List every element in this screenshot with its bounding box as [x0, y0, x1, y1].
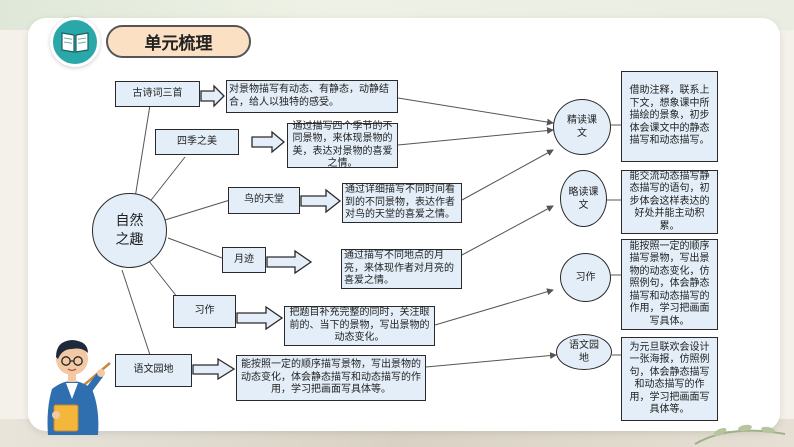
center-topic-label: 自然之趣 [115, 212, 144, 248]
center-topic-circle: 自然之趣 [92, 193, 167, 268]
lesson-desc-moon: 通过描写不同地点的月亮，来体现作者对月亮的喜爱之情。 [341, 249, 462, 289]
category-circle-intensive: 精读课文 [553, 99, 611, 155]
lesson-desc-chinese-garden: 能按照一定的顺序描写景物，写出景物的动态变化，体会静态描写和动态描写的作用，学习… [236, 355, 426, 401]
teacher-figure-icon [47, 340, 111, 435]
category-desc-chinese-garden: 为元旦联欢会设计一张海报，仿照例句，体会静态描写和动态描写的作用，学习把画面写具… [621, 337, 718, 421]
lesson-label-composition: 习作 [173, 295, 236, 328]
lesson-label-moon: 月迹 [222, 247, 266, 273]
lesson-label-seasons: 四季之美 [155, 129, 239, 155]
category-desc-skim: 能交流动态描写静态描写的语句，初步体会这样表达的好处并能主动积累。 [621, 170, 718, 234]
lesson-label-chinese-garden: 语文园地 [115, 354, 192, 387]
book-icon [61, 32, 89, 53]
category-desc-composition: 能按照一定的顺序描写景物，写出景物的动态变化，仿照例句，体会静态描写和动态描写的… [621, 239, 718, 330]
lesson-desc-seasons: 通过描写四个季节的不同景物，来体现景物的美，表达对景物的喜爱之情。 [287, 121, 398, 169]
lesson-desc-composition: 把题目补充完整的同时，关注眼前的、当下的景物，写出景物的动态变化。 [284, 306, 435, 346]
lesson-desc-bird-paradise: 通过详细描写不同时间看到的不同景物，表达作者对鸟的天堂的喜爱之情。 [342, 183, 462, 223]
category-circle-skim: 略读课文 [560, 170, 607, 227]
lesson-desc-poems: 对景物描写有动态、有静态，动静结合，给人以独特的感受。 [226, 80, 398, 113]
page-title: 单元梳理 [106, 25, 251, 58]
lesson-label-bird-paradise: 鸟的天堂 [228, 187, 300, 214]
leaf-decoration-icon [694, 424, 786, 445]
category-circle-chinese-garden: 语文园地 [556, 334, 612, 370]
book-badge [50, 17, 100, 67]
category-circle-composition: 习作 [560, 253, 611, 302]
category-desc-intensive: 借助注释，联系上下文，想象课中所描绘的景象，初步体会课文中的静态描写和动态描写。 [621, 71, 718, 162]
lesson-label-poems: 古诗词三首 [115, 81, 200, 107]
